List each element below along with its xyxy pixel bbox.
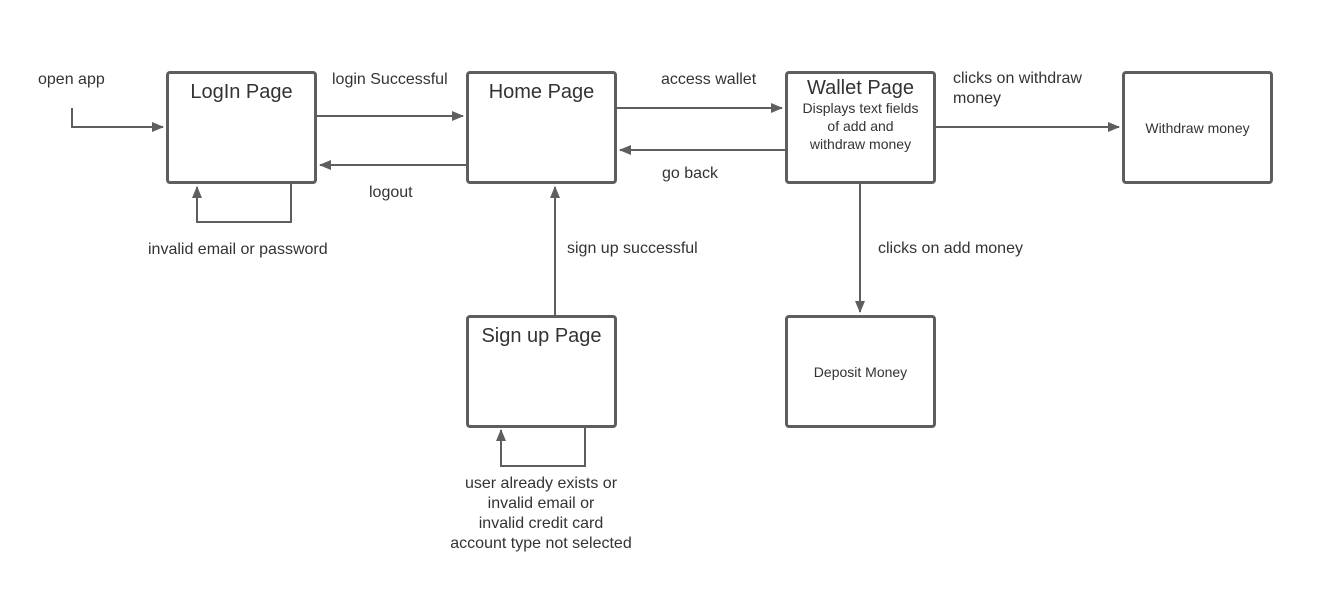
edge-signup-errors-loop	[496, 427, 586, 467]
node-home-page: Home Page	[466, 71, 617, 184]
node-sign-up-page: Sign up Page	[466, 315, 617, 428]
label-logout: logout	[369, 184, 413, 201]
label-invalid-login: invalid email or password	[148, 241, 328, 258]
edge-open-app	[71, 108, 164, 132]
label-clicks-add: clicks on add money	[878, 240, 1023, 257]
node-deposit-title: Deposit Money	[813, 363, 908, 380]
node-home-title: Home Page	[488, 81, 595, 103]
node-wallet-title: Wallet Page	[806, 77, 915, 99]
node-withdraw-title: Withdraw money	[1145, 119, 1250, 136]
node-login-title: LogIn Page	[190, 81, 293, 103]
label-open-app: open app	[38, 71, 105, 88]
label-signup-errors: user already exists or invalid email or …	[450, 475, 632, 552]
edge-invalid-login-loop	[192, 184, 292, 223]
label-clicks-withdraw: clicks on withdraw money	[953, 70, 1082, 107]
node-deposit-money: Deposit Money	[785, 315, 936, 428]
node-wallet-page: Wallet Page Displays text fields of add …	[785, 71, 936, 184]
label-login-successful: login Successful	[332, 71, 448, 88]
node-login-page: LogIn Page	[166, 71, 317, 184]
node-withdraw-money: Withdraw money	[1122, 71, 1273, 184]
label-access-wallet: access wallet	[661, 71, 757, 88]
node-signup-title: Sign up Page	[481, 325, 602, 347]
node-wallet-description: Displays text fields of add and withdraw…	[802, 100, 919, 152]
label-sign-up-successful: sign up successful	[567, 240, 698, 257]
label-go-back: go back	[662, 165, 719, 182]
